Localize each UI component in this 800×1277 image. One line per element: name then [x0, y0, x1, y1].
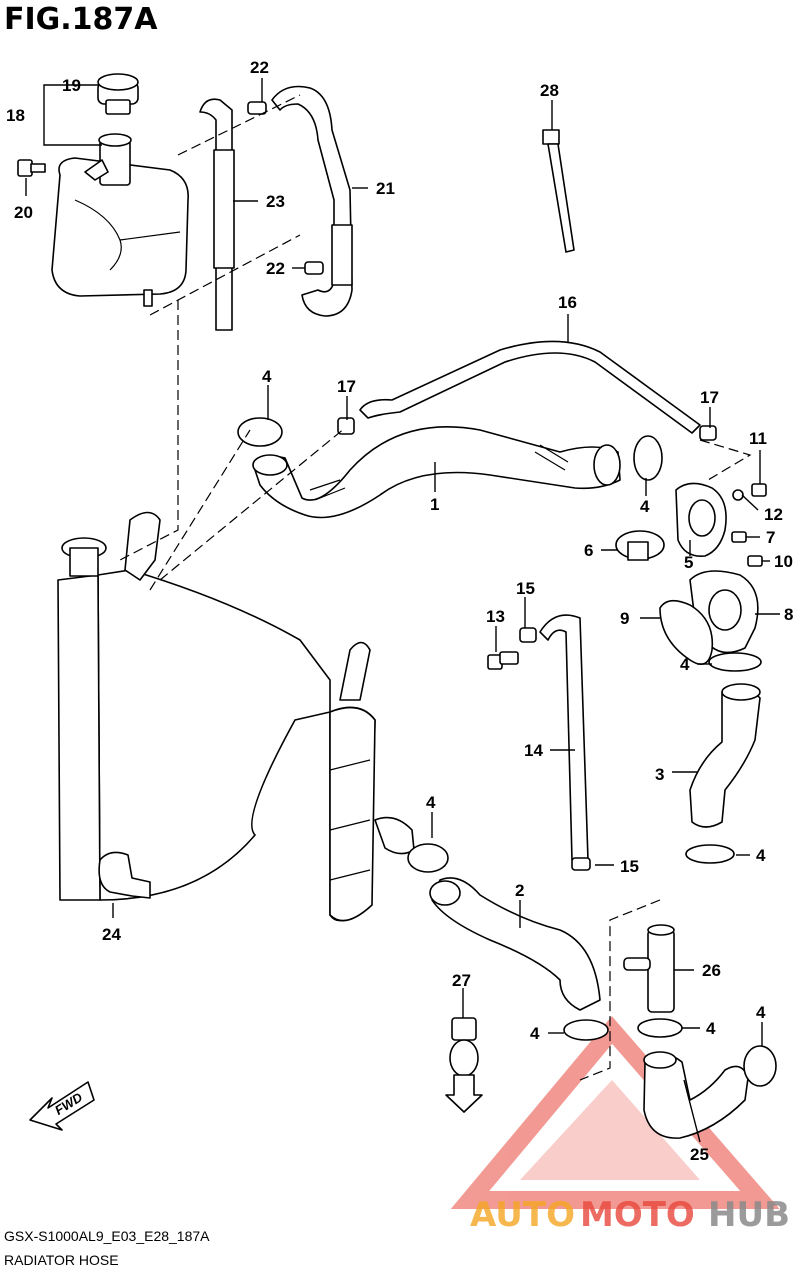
footer-figure-name: RADIATOR HOSE	[4, 1252, 119, 1268]
callout-24: 24	[102, 925, 121, 944]
callout-23: 23	[266, 192, 285, 211]
callout-16: 16	[558, 293, 577, 312]
hose-21	[271, 85, 353, 317]
callout-9: 9	[620, 609, 629, 628]
clamp-17-right	[699, 425, 717, 441]
reservoir-tank	[51, 133, 189, 307]
assembly-lines	[119, 94, 752, 1081]
callout-7: 7	[766, 528, 775, 547]
callout-6: 6	[584, 541, 593, 560]
clamp-4-hose1-right	[633, 435, 663, 481]
callout-27: 27	[452, 971, 471, 990]
hose-16	[359, 340, 701, 434]
callout-17-b: 17	[700, 388, 719, 407]
cable-tie-28	[542, 129, 575, 253]
callout-28: 28	[540, 81, 559, 100]
callout-4-d: 4	[756, 846, 766, 865]
clamp-4-hose25	[743, 1045, 777, 1087]
callout-21: 21	[376, 179, 395, 198]
callout-10: 10	[774, 552, 793, 571]
callout-22-b: 22	[266, 259, 285, 278]
callout-4-c: 4	[680, 655, 690, 674]
callout-5: 5	[684, 553, 693, 572]
clamp-4-hose2-bottom	[563, 1019, 609, 1041]
callout-4-f: 4	[530, 1024, 540, 1043]
callout-12: 12	[764, 505, 783, 524]
callout-25: 25	[690, 1145, 709, 1164]
hose-14	[539, 614, 589, 861]
o-ring-9	[659, 599, 714, 666]
footer-figure-code: GSX-S1000AL9_E03_E28_187A	[4, 1228, 210, 1244]
thermostat-housing-5	[675, 482, 727, 557]
bolt-11	[751, 483, 767, 497]
callout-1: 1	[430, 495, 439, 514]
hose-2	[429, 877, 601, 1011]
pipe-26	[623, 924, 675, 1013]
watermark-moto: MOTO	[580, 1195, 695, 1235]
callout-20: 20	[14, 203, 33, 222]
clamp-4-hose2-top	[407, 843, 449, 873]
washer-12	[732, 489, 744, 501]
callout-4-e: 4	[426, 793, 436, 812]
clamp-4-hose1-left	[237, 417, 283, 447]
callout-3: 3	[655, 765, 664, 784]
thermostat-6	[615, 530, 665, 561]
tank-bolt	[17, 159, 46, 177]
clamp-4-pipe26	[637, 1018, 683, 1038]
callout-4-h: 4	[756, 1003, 766, 1022]
clamp-17-left	[337, 417, 355, 435]
callout-15-a: 15	[516, 579, 535, 598]
callout-14: 14	[524, 741, 543, 760]
hose-3	[689, 683, 761, 828]
callout-4-a: 4	[262, 367, 272, 386]
figure-title: FIG.187A	[4, 2, 158, 37]
leader-lines	[25, 78, 780, 1143]
clamp-24	[98, 851, 151, 899]
clamp-22-top	[247, 101, 267, 115]
clamp-15-bottom	[571, 857, 591, 871]
callout-4-b: 4	[640, 497, 650, 516]
reservoir-cap	[97, 73, 139, 115]
fwd-direction-arrow: FWD	[29, 1081, 95, 1131]
callout-17-a: 17	[337, 377, 356, 396]
hose-1	[252, 426, 621, 519]
clip-27	[445, 1017, 483, 1113]
callout-11: 11	[749, 429, 767, 448]
callout-4-g: 4	[706, 1019, 716, 1038]
watermark-text: AUTO MOTO HUB	[470, 1195, 790, 1235]
clamp-4-hose3-bottom	[685, 844, 735, 864]
clamp-15-top	[519, 627, 537, 643]
clamp-22-bottom	[304, 261, 324, 275]
watermark-hub: HUB	[708, 1195, 790, 1235]
callout-18: 18	[6, 106, 25, 125]
callout-15-b: 15	[620, 857, 639, 876]
callout-labels: 1 2 3 4 4 4 4 4 4 4 4 5 6 7 8 9 10 11 12…	[6, 58, 793, 1164]
watermark-auto: AUTO	[470, 1195, 575, 1235]
clamp-4-hose3-top	[708, 652, 762, 672]
callout-19: 19	[62, 76, 81, 95]
hose-25	[643, 1051, 749, 1139]
radiator	[57, 511, 415, 922]
callout-26: 26	[702, 961, 721, 980]
callout-2: 2	[515, 881, 524, 900]
bolt-10	[747, 555, 763, 567]
callout-22-a: 22	[250, 58, 269, 77]
hose-23	[199, 98, 235, 331]
bolt-7	[731, 531, 747, 543]
callout-13: 13	[486, 607, 505, 626]
callout-8: 8	[784, 605, 793, 624]
fitting-13	[487, 651, 519, 670]
